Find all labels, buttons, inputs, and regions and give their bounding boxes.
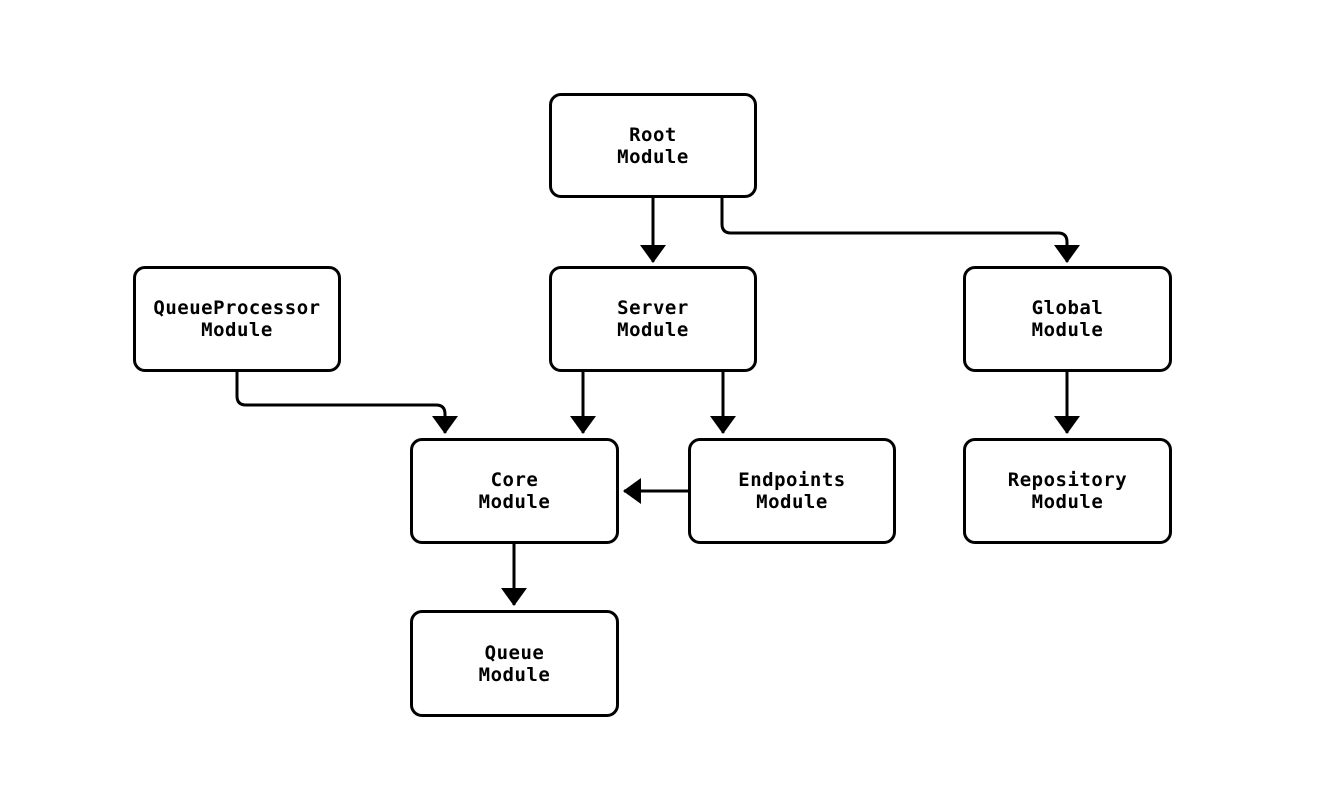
node-endpoints-module: Endpoints Module [688,438,896,544]
node-global-module: Global Module [963,266,1172,372]
node-core-module: Core Module [410,438,619,544]
node-root-module: Root Module [549,93,757,198]
node-repository-module: Repository Module [963,438,1172,544]
edge-root-to-global [720,198,1080,263]
node-queueprocessor-module: QueueProcessor Module [133,266,341,372]
edge-queueprocessor-to-core [235,372,458,434]
node-server-module: Server Module [549,266,757,372]
node-queue-module: Queue Module [410,610,619,717]
